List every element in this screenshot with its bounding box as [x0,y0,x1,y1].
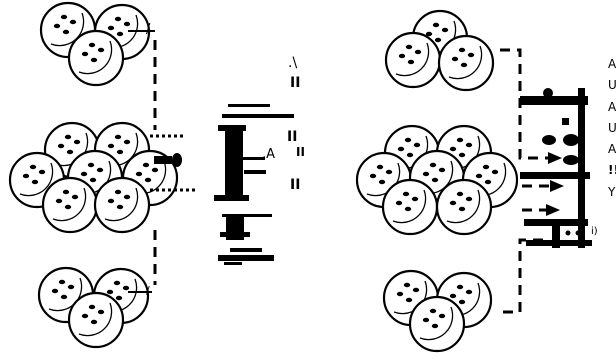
left-cluster-middle [10,123,177,232]
side-label-5: !! [608,164,616,176]
left-edge-mark-bottom: / [146,285,150,296]
side-label-0: A [608,58,616,70]
side-label-1: U [608,79,616,91]
sphere-icon [383,180,437,234]
sphere-icon [69,293,123,347]
left-edge-mark-top: / [146,23,150,36]
sphere-icon [410,297,464,351]
right-bottom-mark: i) [591,227,598,237]
left-cluster-top [41,3,149,85]
right-frame-glyph [520,88,592,248]
left-mark-3: ,A [262,148,275,161]
right-cluster-middle [357,126,517,234]
sphere-icon [95,178,149,232]
sphere-icon [69,31,123,85]
left-mark-0: .\ [288,56,297,70]
left-mark-2: II [287,130,297,144]
side-label-2: A [608,101,616,113]
side-label-6: Y [608,186,615,198]
sphere-icon [43,178,97,232]
left-mark-4: II [296,146,305,158]
sphere-icon [439,36,493,90]
left-mark-1: II [290,76,300,90]
right-cluster-bottom [384,271,491,351]
side-label-4: A [608,143,616,155]
left-bar-glyph [214,104,294,265]
sphere-icon [386,33,440,87]
left-mark-5: II [290,178,300,192]
right-cluster-top [386,11,493,90]
side-label-3: U [608,122,616,134]
sphere-icon [437,180,491,234]
left-cluster-bottom [39,268,148,347]
right-arrow-heads [546,152,564,216]
